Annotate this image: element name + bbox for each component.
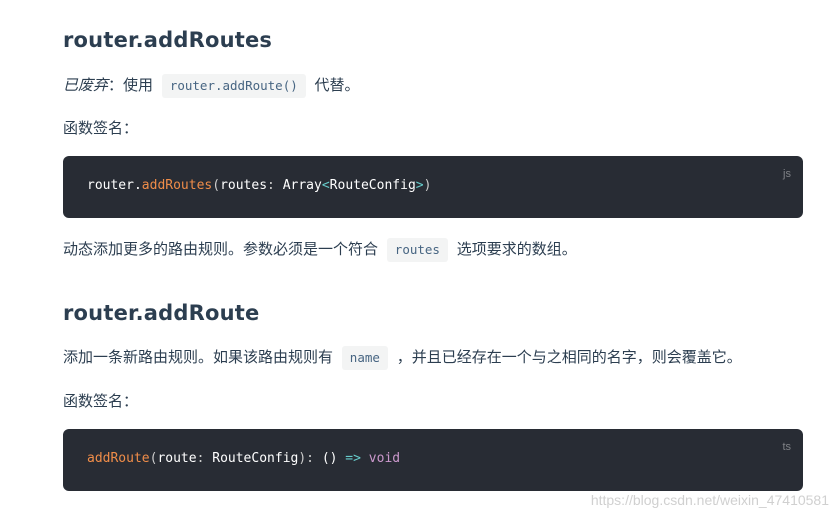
section-title-addroute: router.addRoute	[63, 301, 260, 325]
inline-code-routes: routes	[386, 237, 448, 262]
signature-label-1: 函数签名：	[63, 119, 139, 137]
addroutes-description: 动态添加更多的路由规则。参数必须是一个符合 routes 选项要求的数组。	[63, 236, 577, 262]
code-lang-label: js	[783, 168, 791, 180]
deprecated-suffix: 代替。	[314, 76, 360, 94]
desc-prefix: 动态添加更多的路由规则。参数必须是一个符合	[63, 240, 379, 258]
desc-suffix: ，并且已经存在一个与之相同的名字，则会覆盖它。	[396, 348, 742, 366]
desc-prefix: 添加一条新路由规则。如果该路由规则有	[63, 348, 334, 366]
code-block-addroute: ts addRoute(route: RouteConfig): () => v…	[63, 429, 803, 491]
deprecated-label: 已废弃	[63, 76, 109, 94]
deprecated-sep: ：使用	[108, 76, 154, 94]
code-line: router.addRoutes(routes: Array<RouteConf…	[87, 178, 432, 193]
signature-label-2: 函数签名：	[63, 392, 139, 410]
code-block-addroutes: js router.addRoutes(routes: Array<RouteC…	[63, 156, 803, 218]
code-lang-label: ts	[782, 441, 791, 453]
inline-code-addroute: router.addRoute()	[161, 73, 306, 98]
desc-suffix: 选项要求的数组。	[456, 240, 577, 258]
deprecated-notice: 已废弃：使用 router.addRoute() 代替。	[63, 72, 360, 98]
inline-code-name: name	[341, 345, 388, 370]
code-line: addRoute(route: RouteConfig): () => void	[87, 451, 401, 466]
watermark: https://blog.csdn.net/weixin_47410581	[590, 492, 829, 508]
addroute-description: 添加一条新路由规则。如果该路由规则有 name ，并且已经存在一个与之相同的名字…	[63, 344, 742, 370]
section-title-addroutes: router.addRoutes	[63, 28, 273, 52]
